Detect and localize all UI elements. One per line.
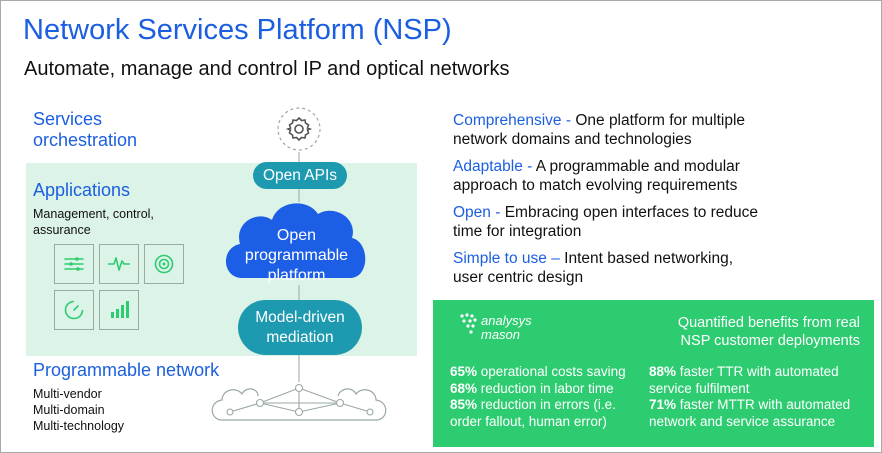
feature-text: A programmable and modular [532, 158, 740, 175]
app-tile-gauge[interactable] [54, 290, 94, 330]
gauge-icon [64, 300, 84, 320]
open-apis-pill: Open APIs [253, 162, 347, 189]
feature-text-line2: user centric design [453, 269, 584, 286]
cloud-line1: Open [276, 227, 317, 244]
benefits-heading-line2: NSP customer deployments [680, 333, 860, 349]
feature-key: Adaptable - [453, 158, 533, 175]
list-item: Multi-domain [33, 403, 105, 417]
benefit-item: 88% faster TTR with automated [649, 364, 839, 379]
feature-adaptable: Adaptable - A programmable and modular a… [453, 157, 873, 195]
network-cloud-icon [211, 383, 387, 421]
target-icon [154, 254, 174, 274]
model-driven-mediation-pill: Model-driven mediation [238, 300, 362, 355]
feature-text-line2: approach to match evolving requirements [453, 177, 738, 194]
benefit-item: 71% faster MTTR with automated [649, 397, 851, 412]
feature-text: Embracing open interfaces to reduce [500, 204, 759, 221]
benefits-heading: Quantified benefits from real NSP custom… [678, 314, 860, 350]
applications-title: Applications [33, 180, 131, 200]
app-tile-list[interactable] [54, 244, 94, 284]
feature-text: One platform for multiple [571, 112, 746, 129]
benefit-item: 65% operational costs saving [450, 364, 626, 379]
feature-text-line2: time for integration [453, 223, 582, 240]
gear-icon [277, 107, 321, 151]
benefits-right-column: 88% faster TTR with automated service fu… [649, 364, 869, 430]
benefit-item-cont: service fulfilment [649, 380, 750, 396]
feature-open: Open - Embracing open interfaces to redu… [453, 203, 873, 241]
mediation-line1: Model-driven [255, 308, 345, 326]
benefits-box: analysys mason Quantified benefits from … [433, 300, 874, 447]
feature-key: Open - [453, 204, 501, 221]
app-tile-bar-chart[interactable] [99, 290, 139, 330]
benefit-item: 85% reduction in errors (i.e. [450, 397, 616, 412]
center-diagram-graphics [211, 107, 387, 421]
services-line2: orchestration [33, 130, 138, 150]
applications-desc-line2: assurance [33, 223, 91, 237]
open-programmable-platform-label: Open programmable platform [237, 226, 356, 286]
pulse-icon [108, 257, 130, 271]
benefits-heading-line1: Quantified benefits from real [677, 315, 860, 331]
benefits-left-column: 65% operational costs saving 68% reducti… [450, 364, 655, 430]
page-subtitle: Automate, manage and control IP and opti… [24, 58, 510, 80]
feature-simple-to-use: Simple to use – Intent based networking,… [453, 249, 873, 287]
bar-chart-icon [111, 301, 129, 318]
benefit-item-cont: order fallout, human error) [450, 413, 607, 429]
analysys-mason-logo [460, 313, 477, 334]
platform-cloud-shape [225, 203, 366, 278]
services-line1: Services [33, 109, 103, 129]
programmable-network-title: Programmable network [33, 360, 220, 380]
page-title: Network Services Platform (NSP) [23, 14, 452, 46]
analysys-mason-wordmark: analysys mason [481, 314, 532, 342]
applications-description: Management, control, assurance [33, 206, 154, 238]
feature-key: Comprehensive - [453, 112, 572, 129]
app-tile-target[interactable] [144, 244, 184, 284]
cloud-line2: programmable [244, 247, 349, 264]
feature-key: Simple to use – [453, 250, 560, 267]
feature-text-line2: network domains and technologies [453, 131, 692, 148]
benefit-item: 68% reduction in labor time [450, 380, 614, 396]
logo-line2: mason [481, 327, 521, 342]
services-orchestration-label: Services orchestration [33, 109, 137, 151]
list-item: Multi-technology [33, 419, 125, 433]
mediation-line2: mediation [266, 328, 334, 346]
cloud-line3: platform [267, 267, 326, 284]
logo-line1: analysys [481, 313, 532, 328]
programmable-network-list: Multi-vendor Multi-domain Multi-technolo… [33, 386, 124, 434]
app-tile-pulse[interactable] [99, 244, 139, 284]
feature-text: Intent based networking, [559, 250, 734, 267]
list-item: Multi-vendor [33, 387, 102, 401]
feature-comprehensive: Comprehensive - One platform for multipl… [453, 111, 873, 149]
benefit-item-cont: network and service assurance [649, 413, 836, 429]
list-icon [64, 257, 84, 271]
applications-desc-line1: Management, control, [33, 207, 154, 221]
